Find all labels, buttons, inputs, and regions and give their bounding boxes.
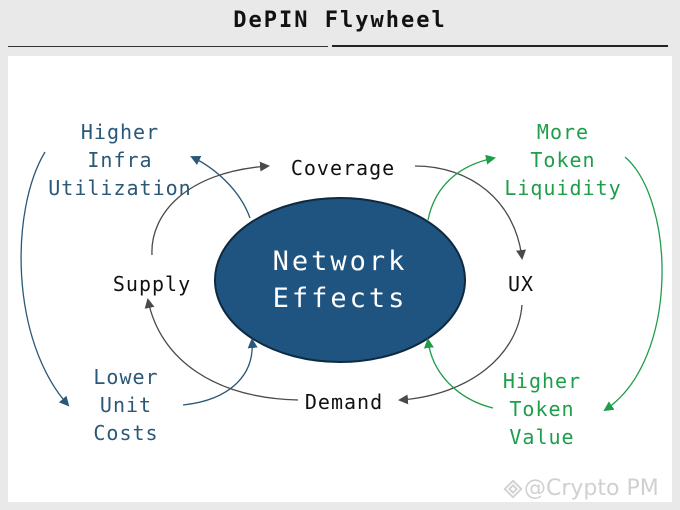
arrow-lower-costs-to-effects [182, 338, 258, 406]
arrow-effects-to-more-liquidity [427, 154, 496, 221]
ux-label: UX [507, 272, 535, 296]
higher-token-value-label: Higher Token Value [502, 369, 582, 449]
demand-label: Demand [304, 390, 384, 414]
title-underline-left [8, 46, 328, 47]
arrow-higher-value-to-effects [423, 338, 494, 409]
arrow-effects-to-higher-infra [190, 155, 251, 219]
watermark: @Crypto PM [502, 476, 659, 501]
arrow-more-liquidity-to-higher-value [603, 156, 663, 412]
arrow-demand-to-supply [144, 298, 299, 401]
arrow-supply-to-coverage [151, 161, 270, 256]
higher-infra-utilization-label: Higher Infra Utilization [48, 120, 192, 200]
arrow-coverage-to-ux [414, 165, 526, 260]
diamond-logo-icon [503, 479, 523, 499]
network-effects-label: Network Effects [272, 246, 408, 314]
arrow-higher-infra-to-lower-costs [20, 151, 70, 407]
title-underline-right [332, 45, 668, 47]
coverage-label: Coverage [290, 156, 396, 180]
more-token-liquidity-label: More Token Liquidity [504, 120, 622, 200]
lower-unit-costs-label: Lower Unit Costs [93, 365, 159, 445]
watermark-text: @Crypto PM [524, 476, 659, 501]
arrow-ux-to-demand [398, 304, 523, 405]
network-effects-ellipse [214, 197, 466, 363]
supply-label: Supply [112, 272, 192, 296]
page-title: DePIN Flywheel [233, 8, 447, 33]
